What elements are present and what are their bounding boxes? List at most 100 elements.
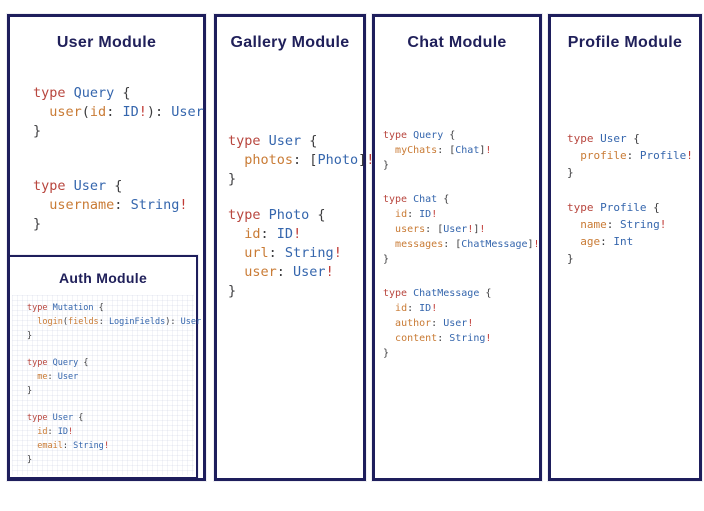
code-token: {: [317, 207, 326, 223]
code-token: Photo: [317, 152, 359, 168]
code-token: String: [130, 197, 180, 213]
code-line: type Query {: [27, 356, 201, 370]
code-line: }: [27, 453, 201, 467]
code-token: :: [407, 209, 420, 220]
code-token: }: [383, 160, 390, 171]
code-token: ID: [57, 427, 68, 437]
code-line: type User {: [567, 130, 693, 147]
code-block: type Query { me: User}: [27, 356, 201, 398]
code-token: [27, 317, 37, 327]
code-token: [567, 235, 580, 248]
chat-module-code: type Query { myChats: [Chat]!} type Chat …: [383, 128, 540, 361]
code-token: Query: [413, 130, 450, 141]
profile-module-title: Profile Module: [567, 34, 683, 51]
code-token: !: [533, 239, 540, 250]
code-line: type Query {: [383, 128, 540, 143]
code-token: {: [443, 194, 450, 205]
code-token: type: [383, 130, 414, 141]
code-token: }: [228, 171, 237, 187]
code-line: type Profile {: [567, 199, 693, 216]
gallery-module-title: Gallery Module: [230, 34, 350, 51]
code-token: :: [268, 245, 285, 261]
code-token: !: [485, 145, 492, 156]
code-token: type: [27, 358, 53, 368]
code-token: messages: [395, 239, 444, 250]
code-token: ChatMessage: [461, 239, 528, 250]
code-token: !: [333, 245, 342, 261]
code-token: ID: [419, 209, 432, 220]
code-token: :: [407, 303, 420, 314]
code-line: photos: [Photo]!: [228, 151, 374, 170]
code-token: {: [83, 358, 89, 368]
code-token: [383, 239, 395, 250]
code-token: {: [78, 413, 84, 423]
code-token: Photo: [268, 207, 318, 223]
code-line: }: [27, 329, 201, 343]
code-token: (: [81, 104, 90, 120]
code-token: !: [325, 264, 334, 280]
code-line: }: [228, 282, 374, 301]
code-token: [33, 104, 49, 120]
code-token: ID: [276, 226, 294, 242]
auth-module-title: Auth Module: [58, 270, 148, 286]
code-token: :: [98, 317, 109, 327]
code-token: !: [659, 218, 667, 231]
code-token: type: [27, 303, 53, 313]
code-token: :: [276, 264, 294, 280]
code-token: id: [37, 427, 48, 437]
code-token: id: [89, 104, 107, 120]
code-token: !: [467, 318, 474, 329]
code-token: User: [443, 224, 468, 235]
code-token: :: [600, 235, 614, 248]
code-block: type Chat { id: ID! users: [User!]! mess…: [383, 192, 540, 267]
code-token: :: [62, 441, 74, 451]
code-token: User: [293, 264, 326, 280]
code-token: : [: [437, 145, 456, 156]
code-token: User: [52, 413, 79, 423]
user-module-code: type Query { user(id: ID!): User} type Us…: [33, 84, 204, 234]
code-token: !: [103, 441, 109, 451]
code-token: [27, 427, 37, 437]
code-line: profile: Profile!: [567, 147, 693, 164]
code-line: name: String!: [567, 216, 693, 233]
code-token: photos: [244, 152, 294, 168]
code-line: users: [User!]!: [383, 222, 540, 237]
code-token: !: [467, 224, 474, 235]
code-token: }: [33, 123, 42, 139]
gallery-module-panel: Gallery Module type User { photos: [Phot…: [214, 14, 374, 481]
code-token: :: [260, 226, 277, 242]
code-token: [567, 218, 580, 231]
code-token: :: [106, 104, 123, 120]
code-token: type: [383, 194, 414, 205]
code-token: User: [268, 133, 310, 149]
code-token: (: [62, 317, 68, 327]
code-token: !: [68, 427, 74, 437]
code-line: }: [383, 346, 540, 361]
code-token: ]: [527, 239, 534, 250]
code-token: profile: [580, 149, 627, 162]
code-token: [383, 209, 395, 220]
code-token: [567, 149, 580, 162]
code-block: type User { username: String!}: [33, 177, 204, 234]
code-block: type Query { user(id: ID!): User}: [33, 84, 204, 141]
code-line: type User {: [228, 132, 374, 151]
code-token: Profile: [639, 149, 687, 162]
code-token: LoginFields: [108, 317, 166, 327]
code-token: !: [366, 152, 375, 168]
code-token: User: [73, 178, 115, 194]
code-token: users: [395, 224, 426, 235]
code-token: :: [431, 318, 444, 329]
code-block: type Mutation { login(fields: LoginField…: [27, 301, 201, 343]
code-block: type Query { myChats: [Chat]!}: [383, 128, 540, 173]
code-token: [383, 145, 395, 156]
code-block: type Photo { id: ID! url: String! user: …: [228, 206, 374, 301]
code-line: type Chat {: [383, 192, 540, 207]
code-token: [383, 303, 395, 314]
code-token: type: [228, 207, 269, 223]
code-line: }: [228, 170, 374, 189]
code-line: author: User!: [383, 316, 540, 331]
code-token: user: [49, 104, 82, 120]
code-token: User: [57, 372, 79, 382]
code-token: :: [47, 427, 58, 437]
